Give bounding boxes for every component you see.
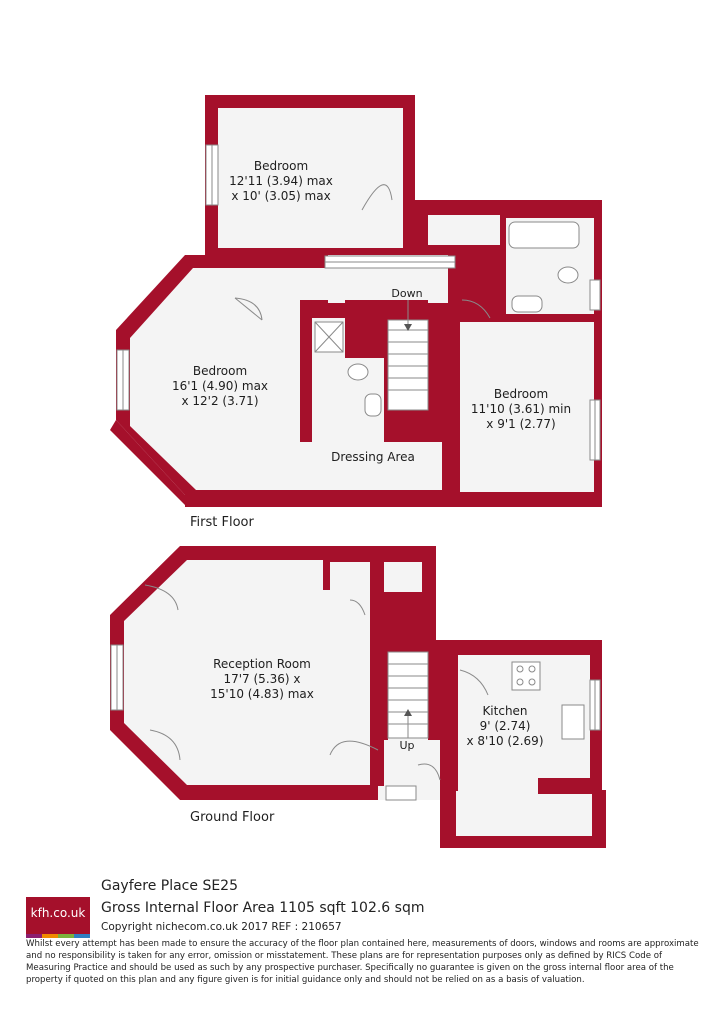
first-floor-windows <box>116 144 601 461</box>
svg-text:x 12'2 (3.71): x 12'2 (3.71) <box>181 394 258 408</box>
sink-fixture <box>561 704 585 740</box>
ground-floor-plan: Reception Room 17'7 (5.36) x 15'10 (4.83… <box>110 546 606 848</box>
svg-text:Dressing Area: Dressing Area <box>331 450 415 464</box>
bedroom-3-dim-2: x 9'1 (2.77) <box>486 417 555 431</box>
first-floor-stairs <box>387 300 429 411</box>
svg-text:15'10 (4.83) max: 15'10 (4.83) max <box>210 687 314 701</box>
hob-fixture <box>511 661 541 691</box>
bedroom-3-name: Bedroom <box>494 387 548 401</box>
logo-bar-purple <box>26 934 42 938</box>
first-floor-fixtures <box>314 221 580 417</box>
bedroom-1-name: Bedroom <box>254 159 308 173</box>
logo-bar-green <box>58 934 74 938</box>
svg-text:Ground Floor: Ground Floor <box>190 810 275 825</box>
kitchen-dim-2: x 8'10 (2.69) <box>466 734 543 748</box>
svg-text:16'1 (4.90) max: 16'1 (4.90) max <box>172 379 268 393</box>
svg-text:Bedroom: Bedroom <box>193 364 247 378</box>
first-floor-title: First Floor <box>190 515 254 530</box>
bedroom-1-dim-1: 12'11 (3.94) max <box>229 174 333 188</box>
bedroom-2-dim-1: 16'1 (4.90) max <box>172 379 268 393</box>
ground-floor-partitions <box>370 560 596 794</box>
reception-room-dim-1: 17'7 (5.36) x <box>223 672 300 686</box>
first-floor-labels: Bedroom 12'11 (3.94) max x 10' (3.05) ma… <box>172 159 571 464</box>
reception-room-floor <box>124 560 370 785</box>
first-floor-partitions <box>300 215 594 495</box>
bedroom-3-dim-1: 11'10 (3.61) min <box>471 402 571 416</box>
stair-down-label: Down <box>391 287 422 300</box>
property-address: Gayfere Place SE25 <box>101 878 238 894</box>
basin-fixture <box>511 295 543 313</box>
floor-plan: Bedroom 12'11 (3.94) max x 10' (3.05) ma… <box>110 95 606 848</box>
basin-fixture-shower-room <box>364 393 382 417</box>
copyright: Copyright nichecom.co.uk 2017 REF : 2106… <box>101 921 342 933</box>
kitchen-name: Kitchen <box>482 704 527 718</box>
ground-floor-labels: Reception Room 17'7 (5.36) x 15'10 (4.83… <box>210 657 543 752</box>
reception-room-dim-2: 15'10 (4.83) max <box>210 687 314 701</box>
svg-text:x 10' (3.05) max: x 10' (3.05) max <box>231 189 330 203</box>
svg-text:Reception Room: Reception Room <box>213 657 311 671</box>
bath-fixture <box>508 221 580 249</box>
ground-floor-fixtures <box>511 661 585 740</box>
toilet-fixture <box>557 266 579 284</box>
disclaimer: Whilst every attempt has been made to en… <box>26 939 699 985</box>
svg-text:First Floor: First Floor <box>190 515 254 530</box>
svg-text:Bedroom: Bedroom <box>254 159 308 173</box>
ground-floor-title: Ground Floor <box>190 810 275 825</box>
svg-text:Up: Up <box>399 739 414 752</box>
bedroom-1-dim-2: x 10' (3.05) max <box>231 189 330 203</box>
kitchen-dim-1: 9' (2.74) <box>480 719 531 733</box>
svg-text:x 8'10 (2.69): x 8'10 (2.69) <box>466 734 543 748</box>
ground-floor-stairs <box>387 651 429 739</box>
toilet-fixture-shower-room <box>347 363 369 381</box>
svg-text:11'10 (3.61) min: 11'10 (3.61) min <box>471 402 571 416</box>
bedroom-2-dim-2: x 12'2 (3.71) <box>181 394 258 408</box>
bedroom-right-floor <box>460 322 594 492</box>
bedroom-large-floor <box>130 268 442 490</box>
svg-text:17'7 (5.36) x: 17'7 (5.36) x <box>223 672 300 686</box>
svg-text:Down: Down <box>391 287 422 300</box>
kitchen-lower-floor <box>456 791 592 836</box>
logo-bar-orange <box>42 934 58 938</box>
stair-up-label: Up <box>399 739 414 752</box>
ground-floor-doors <box>144 584 489 781</box>
svg-text:Kitchen: Kitchen <box>482 704 527 718</box>
ground-floor-windows <box>110 644 601 801</box>
kfh-logo: kfh.co.uk <box>26 897 90 938</box>
svg-text:9' (2.74): 9' (2.74) <box>480 719 531 733</box>
floor-area: Gross Internal Floor Area 1105 sqft 102.… <box>101 900 425 916</box>
svg-text:x 9'1 (2.77): x 9'1 (2.77) <box>486 417 555 431</box>
reception-room-name: Reception Room <box>213 657 311 671</box>
logo-bar-blue <box>74 934 90 938</box>
logo-text: kfh.co.uk <box>30 906 86 920</box>
dressing-area-name: Dressing Area <box>331 450 415 464</box>
first-floor-plan: Bedroom 12'11 (3.94) max x 10' (3.05) ma… <box>110 95 602 530</box>
bedroom-2-name: Bedroom <box>193 364 247 378</box>
svg-text:Bedroom: Bedroom <box>494 387 548 401</box>
svg-text:12'11 (3.94) max: 12'11 (3.94) max <box>229 174 333 188</box>
first-floor-doors <box>234 184 491 321</box>
cupboard-floor <box>428 215 500 245</box>
